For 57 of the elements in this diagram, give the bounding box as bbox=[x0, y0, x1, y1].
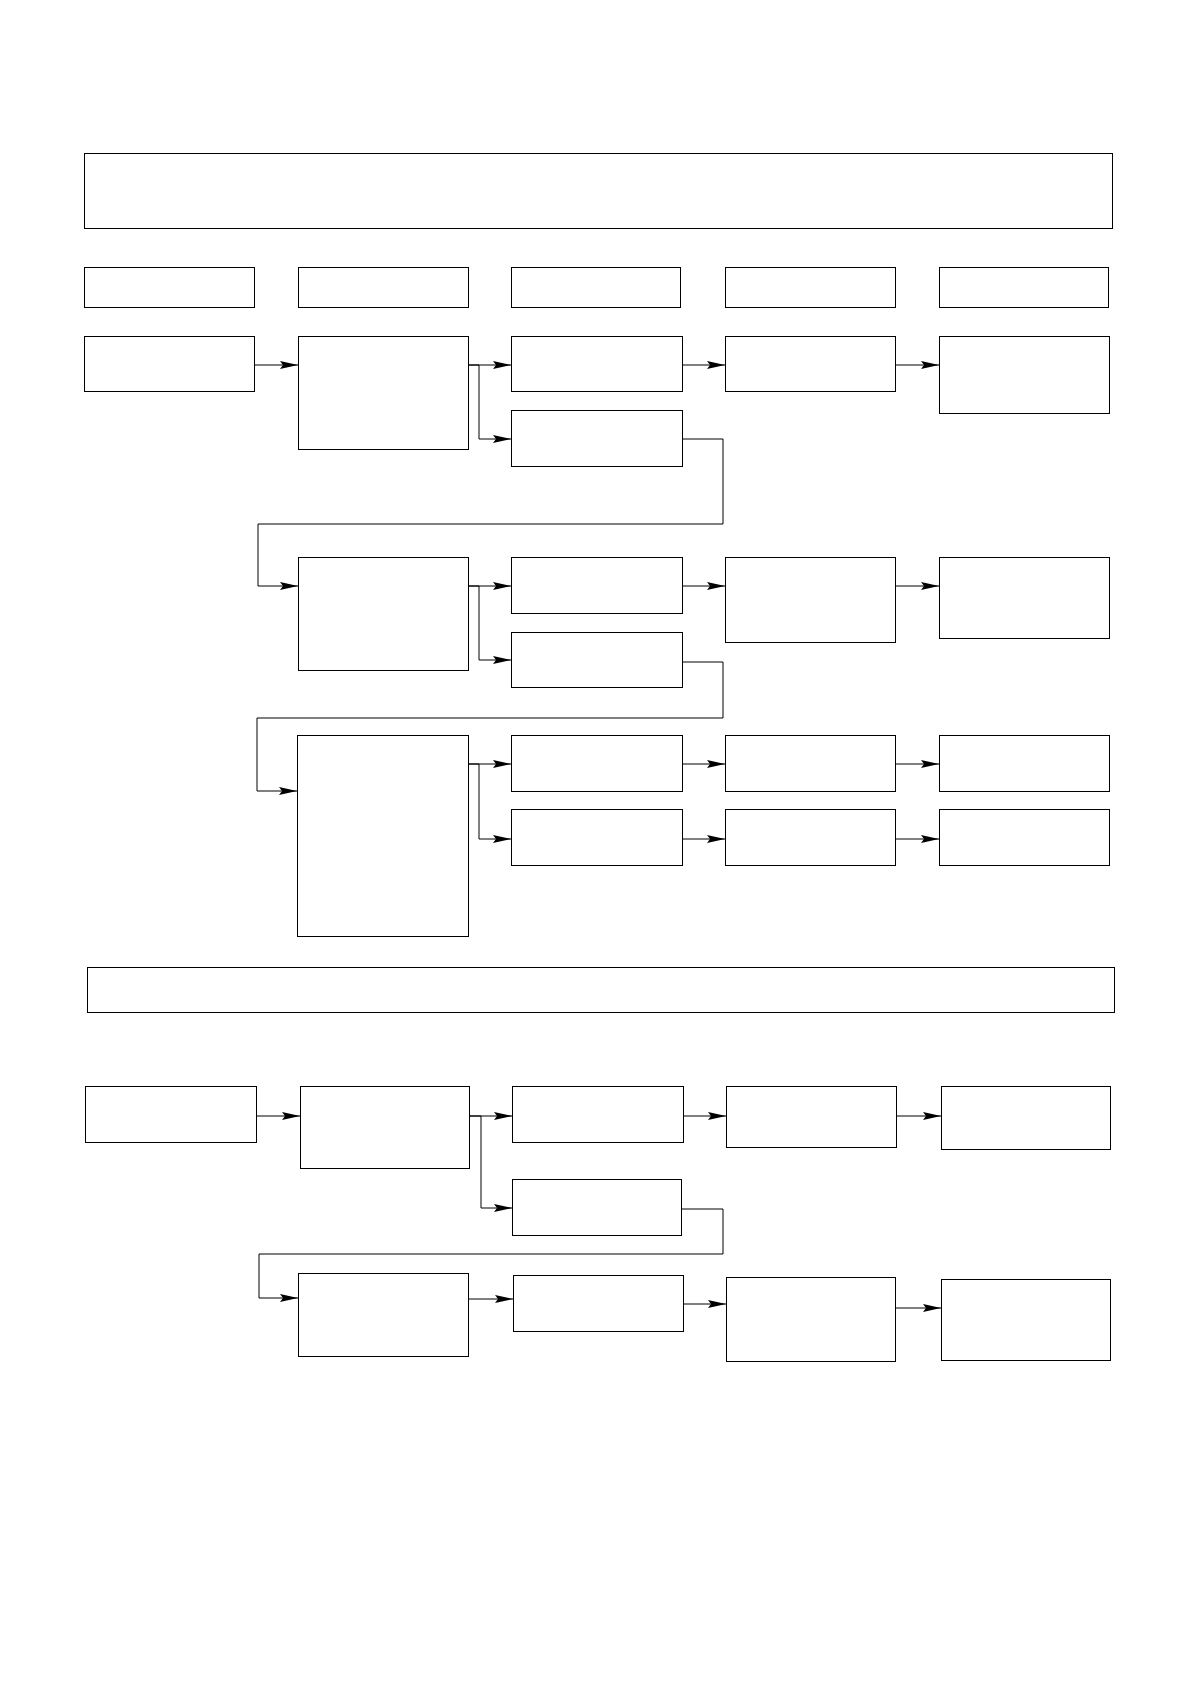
arrow bbox=[896, 1112, 942, 1120]
arrow bbox=[468, 585, 512, 664]
header-box bbox=[298, 267, 469, 308]
arrow bbox=[683, 1300, 727, 1308]
arrow bbox=[257, 438, 724, 590]
process-box bbox=[939, 735, 1110, 792]
process-box bbox=[513, 1275, 684, 1332]
arrow bbox=[895, 582, 940, 590]
process-box bbox=[939, 557, 1110, 639]
arrow bbox=[254, 361, 299, 369]
arrow bbox=[468, 1295, 514, 1303]
process-box bbox=[85, 1086, 257, 1143]
process-box bbox=[84, 336, 255, 392]
arrow bbox=[895, 1304, 942, 1312]
process-box bbox=[511, 809, 683, 866]
process-box bbox=[726, 1086, 897, 1148]
arrow bbox=[468, 364, 512, 443]
process-box bbox=[941, 1279, 1111, 1361]
process-box bbox=[725, 809, 896, 866]
process-box bbox=[511, 557, 683, 614]
arrow bbox=[895, 361, 940, 369]
process-box bbox=[725, 336, 896, 392]
process-box bbox=[511, 336, 683, 392]
process-box bbox=[725, 735, 896, 792]
banner-box bbox=[84, 153, 1113, 229]
arrow bbox=[683, 1112, 727, 1120]
header-box bbox=[725, 267, 896, 308]
process-box bbox=[298, 1273, 469, 1357]
arrow bbox=[682, 760, 726, 768]
process-box bbox=[300, 1086, 470, 1169]
process-box bbox=[512, 1086, 684, 1143]
process-box bbox=[511, 410, 683, 467]
arrow bbox=[682, 582, 726, 590]
arrow bbox=[682, 835, 726, 843]
arrow bbox=[258, 1208, 724, 1302]
process-box bbox=[511, 735, 683, 792]
header-box bbox=[511, 267, 681, 308]
process-box bbox=[298, 557, 469, 671]
process-box bbox=[939, 809, 1110, 866]
arrow bbox=[682, 361, 726, 369]
header-box bbox=[939, 267, 1109, 308]
process-box bbox=[298, 336, 469, 450]
arrow bbox=[895, 760, 940, 768]
process-box bbox=[725, 557, 896, 643]
arrow bbox=[469, 1115, 513, 1212]
arrow bbox=[256, 661, 724, 795]
process-box bbox=[511, 632, 683, 688]
header-box bbox=[84, 267, 255, 308]
process-box bbox=[726, 1277, 896, 1362]
process-box bbox=[939, 336, 1110, 414]
process-box bbox=[941, 1086, 1111, 1150]
arrow bbox=[895, 835, 940, 843]
arrow bbox=[468, 763, 512, 843]
process-box bbox=[512, 1179, 682, 1236]
banner-box bbox=[87, 967, 1115, 1013]
arrow bbox=[256, 1112, 301, 1120]
process-box bbox=[297, 735, 469, 937]
